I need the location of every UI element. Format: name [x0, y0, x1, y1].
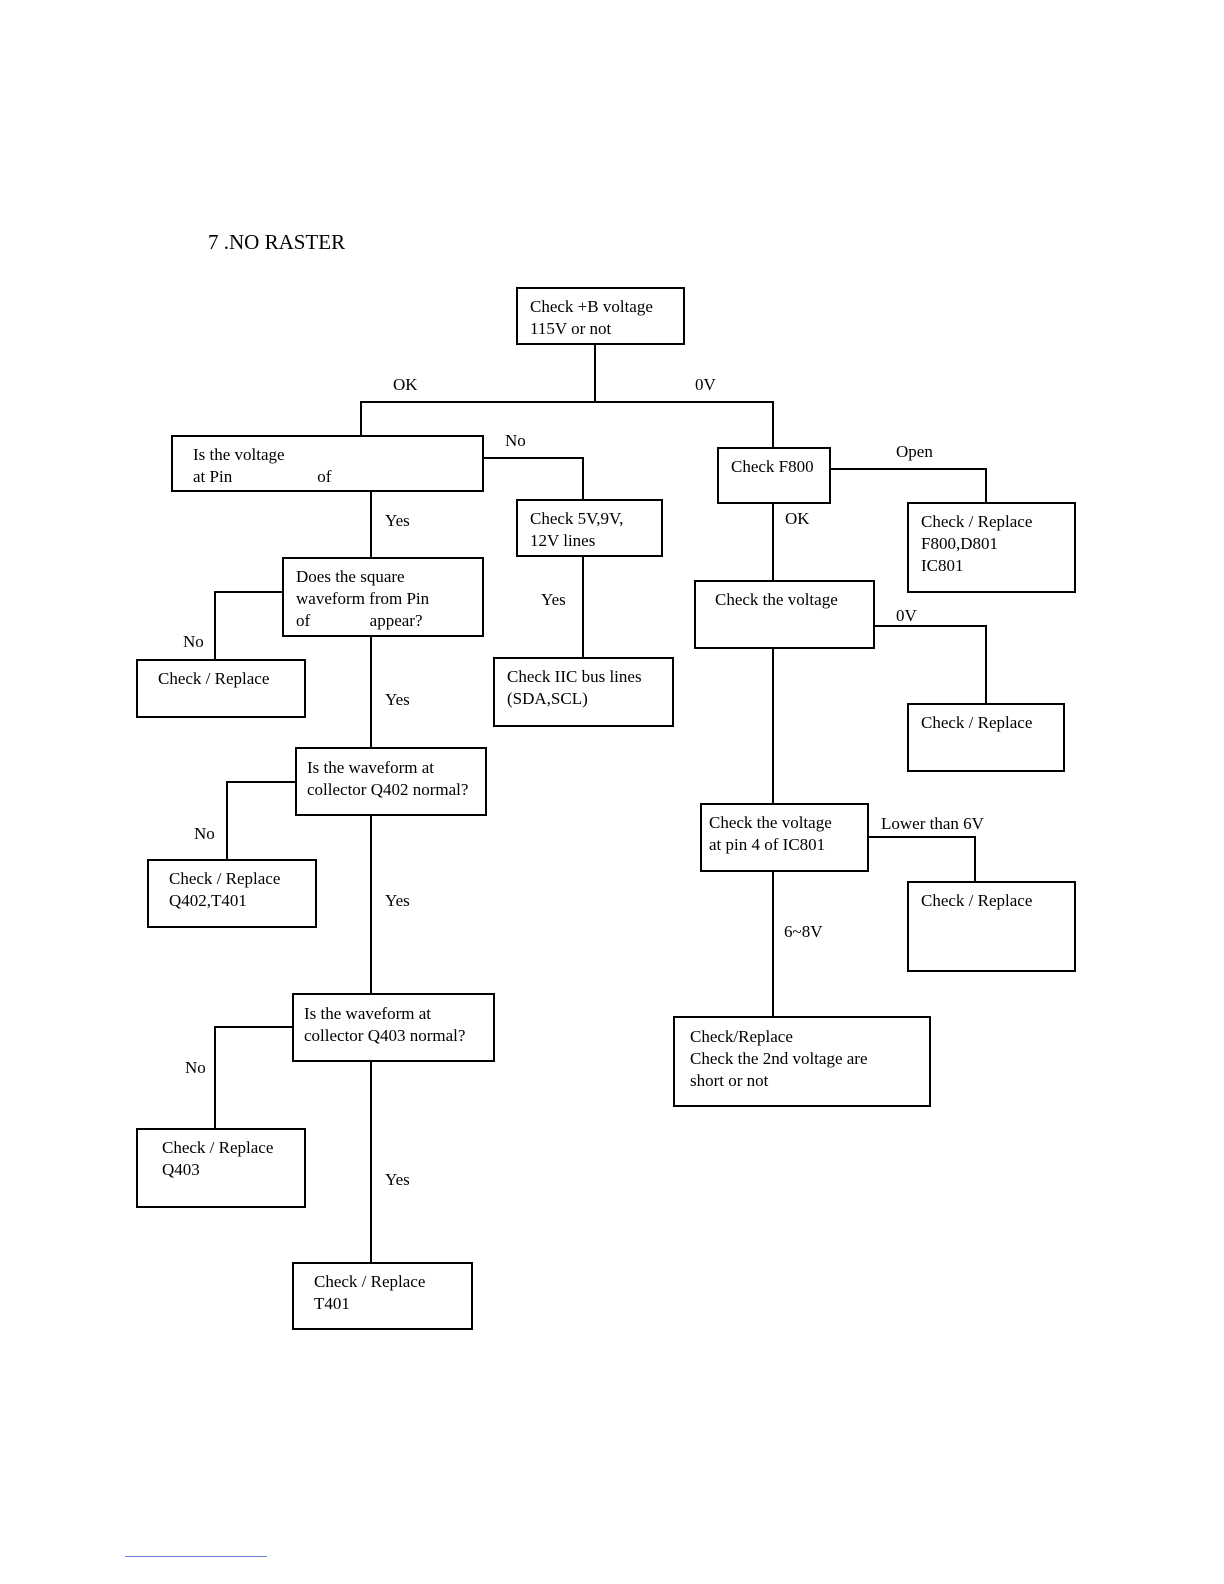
page-title: 7 .NO RASTER — [208, 230, 346, 254]
connector — [226, 781, 296, 783]
check-f800-box: Check F800 — [717, 447, 831, 504]
connector — [772, 647, 774, 805]
connector — [985, 468, 987, 504]
branch-label-yes: Yes — [541, 590, 566, 609]
connector — [214, 591, 216, 661]
box-text: Check / Replace — [314, 1272, 426, 1291]
box-text: Check / Replace — [921, 891, 1033, 910]
connector — [214, 591, 283, 593]
box-text: Check / Replace — [158, 669, 270, 688]
connector — [482, 457, 584, 459]
box-text: Check the voltage — [709, 813, 832, 832]
box-text: Q402,T401 — [169, 891, 247, 910]
connector — [772, 502, 774, 582]
is-voltage-at-pin-box: Is the voltage at Pin of — [171, 435, 484, 492]
connector — [360, 401, 774, 403]
check-iic-box: Check IIC bus lines (SDA,SCL) — [493, 657, 674, 727]
branch-label-0v: 0V — [896, 606, 917, 625]
branch-label-lower-than-6v: Lower than 6V — [881, 814, 984, 833]
box-text: 115V or not — [530, 319, 612, 338]
connector — [370, 1060, 372, 1264]
box-text: waveform from Pin — [296, 589, 430, 608]
box-text: at pin 4 of IC801 — [709, 835, 826, 854]
box-text: collector Q402 normal? — [307, 780, 469, 799]
check-replace-box-1: Check / Replace — [136, 659, 306, 718]
square-waveform-box: Does the square waveform from Pin of app… — [282, 557, 484, 637]
branch-label-yes: Yes — [385, 511, 410, 530]
branch-label-no: No — [194, 824, 215, 843]
box-text: 12V lines — [530, 531, 596, 550]
box-text: Check / Replace — [921, 713, 1033, 732]
box-text: Check the 2nd voltage are — [690, 1049, 868, 1068]
connector — [582, 555, 584, 659]
box-text: collector Q403 normal? — [304, 1026, 466, 1045]
footer-rule — [125, 1556, 267, 1557]
connector — [873, 625, 987, 627]
branch-label-6-8v: 6~8V — [784, 922, 823, 941]
box-text: (SDA,SCL) — [507, 689, 588, 708]
branch-label-yes: Yes — [385, 690, 410, 709]
check-replace-q403-box: Check / Replace Q403 — [136, 1128, 306, 1208]
check-replace-2nd-voltage-box: Check/Replace Check the 2nd voltage are … — [673, 1016, 931, 1107]
branch-label-yes: Yes — [385, 891, 410, 910]
connector — [214, 1026, 216, 1130]
box-text: Q403 — [162, 1160, 200, 1179]
branch-label-no: No — [505, 431, 526, 450]
box-text: F800,D801 — [921, 534, 998, 553]
box-text: Check / Replace — [169, 869, 281, 888]
check-replace-f800-box: Check / Replace F800,D801 IC801 — [907, 502, 1076, 593]
check-replace-box-2: Check / Replace — [907, 703, 1065, 772]
box-text: of appear? — [296, 611, 423, 630]
check-replace-box-3: Check / Replace — [907, 881, 1076, 972]
connector — [582, 457, 584, 501]
connector — [829, 468, 987, 470]
branch-label-ok: OK — [393, 375, 418, 394]
box-text: Check F800 — [731, 457, 814, 476]
waveform-q403-box: Is the waveform at collector Q403 normal… — [292, 993, 495, 1062]
box-text: Check/Replace — [690, 1027, 793, 1046]
connector — [772, 401, 774, 449]
connector — [226, 781, 228, 861]
box-text: Is the waveform at — [304, 1004, 431, 1023]
connector — [360, 401, 362, 437]
connector — [214, 1026, 293, 1028]
check-the-voltage-box: Check the voltage — [694, 580, 875, 649]
branch-label-yes: Yes — [385, 1170, 410, 1189]
box-text: short or not — [690, 1071, 769, 1090]
connector — [370, 491, 372, 559]
connector — [594, 344, 596, 402]
check-replace-q402-box: Check / Replace Q402,T401 — [147, 859, 317, 928]
waveform-q402-box: Is the waveform at collector Q402 normal… — [295, 747, 487, 816]
branch-label-no: No — [183, 632, 204, 651]
box-text: IC801 — [921, 556, 964, 575]
box-text: Is the voltage — [193, 445, 285, 464]
box-text: Check / Replace — [162, 1138, 274, 1157]
check-5v9v12v-box: Check 5V,9V, 12V lines — [516, 499, 663, 557]
box-text: Check +B voltage — [530, 297, 653, 316]
branch-label-open: Open — [896, 442, 933, 461]
box-text: Check / Replace — [921, 512, 1033, 531]
connector — [867, 836, 976, 838]
branch-label-no: No — [185, 1058, 206, 1077]
check-b-voltage-box: Check +B voltage 115V or not — [516, 287, 685, 345]
box-text: Check 5V,9V, — [530, 509, 624, 528]
box-text: T401 — [314, 1294, 350, 1313]
box-text: Check the voltage — [715, 590, 838, 609]
connector — [772, 870, 774, 1018]
box-text: Check IIC bus lines — [507, 667, 642, 686]
connector — [985, 625, 987, 705]
box-text: Is the waveform at — [307, 758, 434, 777]
branch-label-ok: OK — [785, 509, 810, 528]
box-text: at Pin of — [193, 467, 332, 486]
connector — [370, 815, 372, 995]
check-replace-t401-box: Check / Replace T401 — [292, 1262, 473, 1330]
check-voltage-pin4-box: Check the voltage at pin 4 of IC801 — [700, 803, 869, 872]
connector — [974, 836, 976, 883]
box-text: Does the square — [296, 567, 405, 586]
connector — [370, 636, 372, 749]
branch-label-0v: 0V — [695, 375, 716, 394]
